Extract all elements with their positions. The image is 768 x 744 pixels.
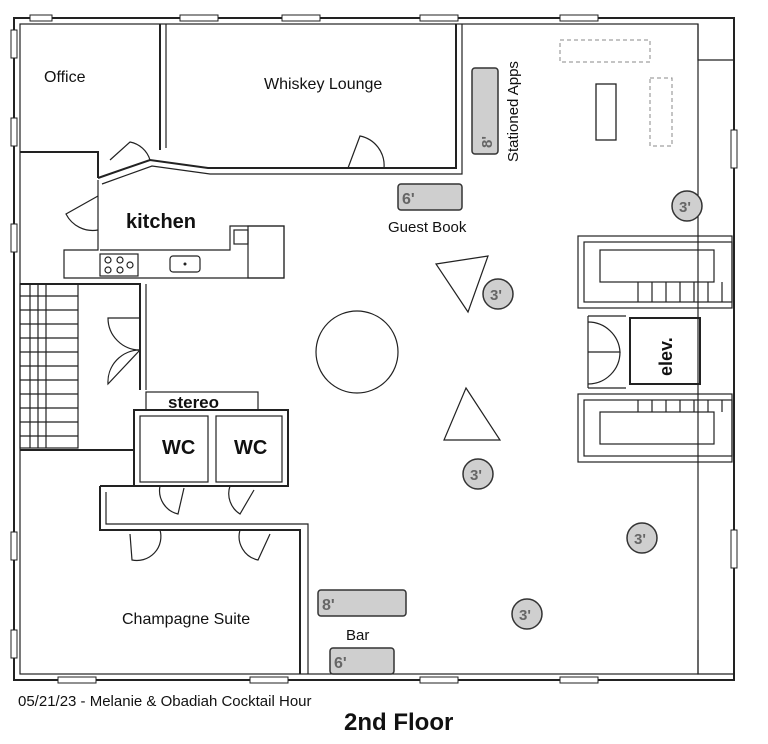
cocktail-table-size: 3' xyxy=(634,531,646,548)
cocktail-table: 3' xyxy=(626,522,658,554)
bar-label: Bar xyxy=(346,627,369,644)
whiskey-lounge-label: Whiskey Lounge xyxy=(264,76,382,93)
floor-title: 2nd Floor xyxy=(344,709,453,736)
elevator-label: elev. xyxy=(656,337,676,376)
cocktail-table-size: 3' xyxy=(490,287,502,304)
elevator-block xyxy=(587,315,701,389)
cocktail-table-size: 3' xyxy=(470,467,482,484)
stairs-left xyxy=(19,283,79,449)
cocktail-table: 3' xyxy=(511,598,543,630)
stairs-right xyxy=(577,235,733,463)
cocktail-table: 3' xyxy=(462,458,494,490)
event-caption: 05/21/23 - Melanie & Obadiah Cocktail Ho… xyxy=(18,693,312,710)
hall-doors xyxy=(107,317,141,386)
guest-book-label: Guest Book xyxy=(388,219,467,236)
dashed-tables xyxy=(559,39,673,147)
bar-bottom-size: 6' xyxy=(334,655,347,672)
sink-icon xyxy=(169,255,201,273)
wc-right-label: WC xyxy=(234,437,267,459)
cocktail-table-size: 3' xyxy=(679,199,691,216)
wc-left-label: WC xyxy=(162,437,195,459)
center-pieces xyxy=(315,255,502,441)
bar-top-size: 8' xyxy=(322,597,335,614)
stereo-label: stereo xyxy=(168,393,219,412)
whiskey-lounge-room xyxy=(97,24,463,185)
cocktail-table: 3' xyxy=(482,278,514,310)
outer-walls xyxy=(10,14,738,684)
stove-icon xyxy=(99,253,139,277)
bar-bottom-table xyxy=(329,647,395,675)
restroom-block xyxy=(20,391,309,674)
guest-book-table xyxy=(397,183,463,211)
stationed-apps-size: 8' xyxy=(479,136,496,148)
stationed-apps-table xyxy=(471,67,499,155)
guest-book-size: 6' xyxy=(402,191,415,208)
office-label: Office xyxy=(44,69,86,86)
bar-top-table xyxy=(317,589,407,617)
stationed-apps-label: Stationed Apps xyxy=(505,61,522,162)
cocktail-table: 3' xyxy=(671,190,703,222)
cocktail-table-size: 3' xyxy=(519,607,531,624)
kitchen-label: kitchen xyxy=(126,211,196,233)
champagne-suite-label: Champagne Suite xyxy=(122,611,250,628)
office-room xyxy=(20,24,167,178)
